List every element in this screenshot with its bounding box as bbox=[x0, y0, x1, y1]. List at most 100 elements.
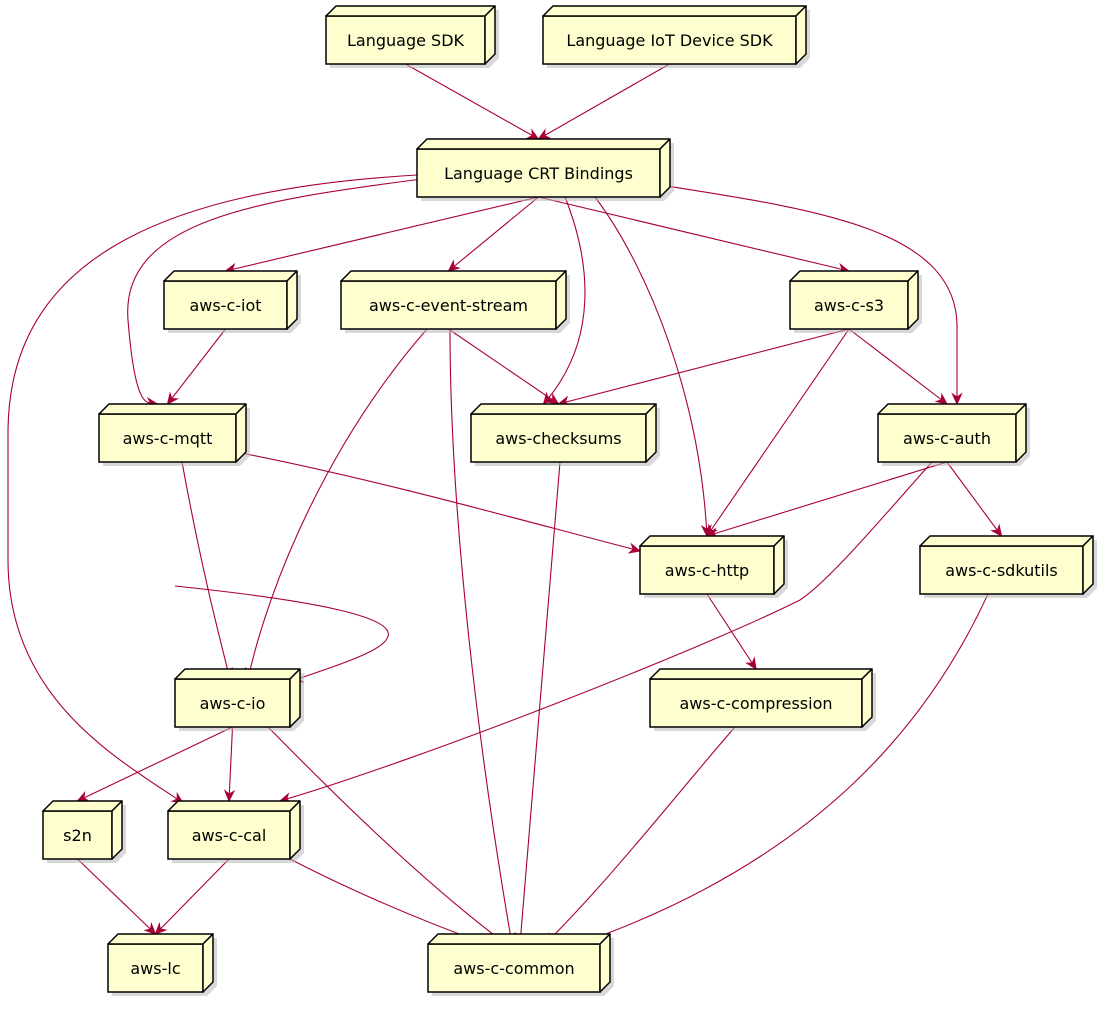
node-label-aws-c-mqtt: aws-c-mqtt bbox=[123, 429, 213, 448]
node-side-face bbox=[907, 270, 919, 330]
node-label-aws-c-io: aws-c-io bbox=[200, 694, 266, 713]
node-front-face bbox=[542, 15, 797, 65]
node-front-face bbox=[167, 810, 291, 860]
node-side-face bbox=[861, 668, 873, 728]
node-top-face bbox=[542, 5, 807, 17]
node-aws-c-sdkutils: aws-c-sdkutils bbox=[919, 535, 1097, 598]
node-front-face bbox=[649, 678, 863, 728]
edge-language-crt-bindings-to-aws-checksums bbox=[543, 196, 586, 405]
node-label-aws-c-sdkutils: aws-c-sdkutils bbox=[945, 561, 1057, 580]
edge-aws-c-event-stream-to-aws-checksums bbox=[448, 328, 559, 405]
edge-aws-c-io-to-s2n bbox=[77, 726, 233, 802]
edge-aws-c-auth-to-aws-c-http bbox=[706, 461, 948, 537]
node-side-face bbox=[555, 270, 567, 330]
edge-aws-c-cal-to-aws-lc bbox=[155, 858, 230, 935]
node-front-face bbox=[174, 678, 291, 728]
node-label-language-crt-bindings: Language CRT Bindings bbox=[444, 164, 633, 183]
node-top-face bbox=[919, 535, 1094, 547]
edge-aws-c-cal-to-aws-c-common bbox=[289, 858, 487, 945]
node-top-face bbox=[470, 403, 657, 415]
node-front-face bbox=[42, 810, 113, 860]
arrowhead-language-crt-bindings-to-aws-c-event-stream bbox=[447, 259, 461, 272]
node-label-language-sdk: Language SDK bbox=[347, 31, 465, 50]
edge-language-iot-device-sdk-to-language-crt-bindings bbox=[538, 63, 670, 140]
node-aws-c-http: aws-c-http bbox=[639, 535, 788, 598]
node-top-face bbox=[789, 270, 919, 282]
arrowhead-aws-c-s3-to-aws-c-auth bbox=[934, 392, 948, 405]
edge-s2n-to-aws-lc bbox=[77, 858, 156, 935]
arrowhead-language-sdk-to-language-crt-bindings bbox=[525, 128, 540, 140]
edge-language-sdk-to-language-crt-bindings bbox=[405, 63, 539, 140]
node-label-aws-c-auth: aws-c-auth bbox=[903, 429, 991, 448]
edge-aws-c-event-stream-to-aws-c-common bbox=[449, 328, 513, 945]
edge-language-crt-bindings-to-aws-c-http bbox=[594, 196, 708, 537]
node-label-aws-c-common: aws-c-common bbox=[453, 959, 574, 978]
node-side-face bbox=[286, 270, 298, 330]
node-label-aws-lc: aws-lc bbox=[130, 959, 180, 978]
node-label-aws-c-iot: aws-c-iot bbox=[189, 296, 261, 315]
node-side-face bbox=[289, 800, 301, 860]
node-aws-c-compression: aws-c-compression bbox=[649, 668, 876, 731]
node-front-face bbox=[340, 280, 557, 330]
arrowhead-aws-c-cal-to-aws-lc bbox=[154, 921, 168, 935]
edge-language-crt-bindings-to-aws-c-cal bbox=[7, 174, 418, 804]
edge-language-crt-bindings-to-aws-c-s3 bbox=[538, 196, 850, 272]
node-front-face bbox=[107, 943, 204, 993]
node-label-aws-c-http: aws-c-http bbox=[665, 561, 749, 580]
edge-aws-c-s3-to-aws-c-http bbox=[706, 328, 850, 537]
node-aws-c-s3: aws-c-s3 bbox=[789, 270, 922, 333]
node-side-face bbox=[202, 933, 214, 993]
edge-aws-c-mqtt-to-aws-c-http bbox=[235, 451, 641, 552]
node-top-face bbox=[42, 800, 123, 812]
edge-aws-c-sdkutils-to-aws-c-common bbox=[577, 593, 989, 945]
node-top-face bbox=[877, 403, 1027, 415]
node-layer: Language SDK Language IoT Device SDK Lan… bbox=[42, 5, 1097, 996]
node-side-face bbox=[599, 933, 611, 993]
arrowhead-aws-c-auth-to-aws-c-sdkutils bbox=[990, 523, 1003, 537]
node-side-face bbox=[795, 5, 807, 65]
node-label-aws-c-cal: aws-c-cal bbox=[192, 826, 267, 845]
node-label-aws-c-s3: aws-c-s3 bbox=[814, 296, 884, 315]
node-side-face bbox=[111, 800, 123, 860]
node-label-aws-c-compression: aws-c-compression bbox=[679, 694, 832, 713]
node-side-face bbox=[645, 403, 657, 463]
edge-aws-c-auth-to-aws-c-cal bbox=[279, 461, 933, 802]
node-top-face bbox=[639, 535, 785, 547]
node-side-face bbox=[484, 5, 496, 65]
edge-aws-c-compression-to-aws-c-common bbox=[544, 726, 736, 945]
node-label-aws-c-event-stream: aws-c-event-stream bbox=[369, 296, 528, 315]
node-top-face bbox=[174, 668, 301, 680]
node-aws-c-event-stream: aws-c-event-stream bbox=[340, 270, 570, 333]
edge-aws-c-http-to-aws-c-io bbox=[174, 585, 389, 682]
node-top-face bbox=[98, 403, 247, 415]
node-side-face bbox=[289, 668, 301, 728]
node-language-crt-bindings: Language CRT Bindings bbox=[416, 138, 674, 201]
edge-language-crt-bindings-to-aws-c-iot bbox=[225, 196, 539, 272]
arrowhead-language-iot-device-sdk-to-language-crt-bindings bbox=[537, 128, 552, 140]
arrowhead-aws-c-mqtt-to-aws-c-http bbox=[627, 542, 642, 554]
edge-aws-c-auth-to-aws-c-sdkutils bbox=[946, 461, 1002, 537]
edge-language-crt-bindings-to-aws-c-event-stream bbox=[448, 196, 539, 272]
arrowhead-s2n-to-aws-lc bbox=[143, 922, 157, 935]
node-side-face bbox=[1015, 403, 1027, 463]
node-side-face bbox=[1082, 535, 1094, 595]
node-top-face bbox=[649, 668, 873, 680]
node-aws-lc: aws-lc bbox=[107, 933, 217, 996]
node-top-face bbox=[107, 933, 214, 945]
edge-aws-c-event-stream-to-aws-c-io bbox=[247, 328, 428, 680]
edge-aws-c-io-to-aws-c-common bbox=[267, 726, 507, 945]
edge-aws-c-io-to-aws-c-cal bbox=[228, 726, 234, 802]
edge-aws-checksums-to-aws-c-common bbox=[519, 461, 561, 945]
node-side-face bbox=[235, 403, 247, 463]
arrowhead-aws-c-io-to-aws-c-cal bbox=[223, 789, 236, 803]
node-language-sdk: Language SDK bbox=[325, 5, 499, 68]
node-label-aws-checksums: aws-checksums bbox=[495, 429, 621, 448]
edge-aws-c-s3-to-aws-checksums bbox=[558, 328, 850, 405]
node-side-face bbox=[659, 138, 671, 198]
arrowhead-aws-c-iot-to-aws-c-mqtt bbox=[166, 391, 179, 405]
node-aws-c-common: aws-c-common bbox=[427, 933, 614, 996]
node-aws-c-mqtt: aws-c-mqtt bbox=[98, 403, 250, 466]
node-front-face bbox=[98, 413, 237, 463]
node-top-face bbox=[427, 933, 611, 945]
